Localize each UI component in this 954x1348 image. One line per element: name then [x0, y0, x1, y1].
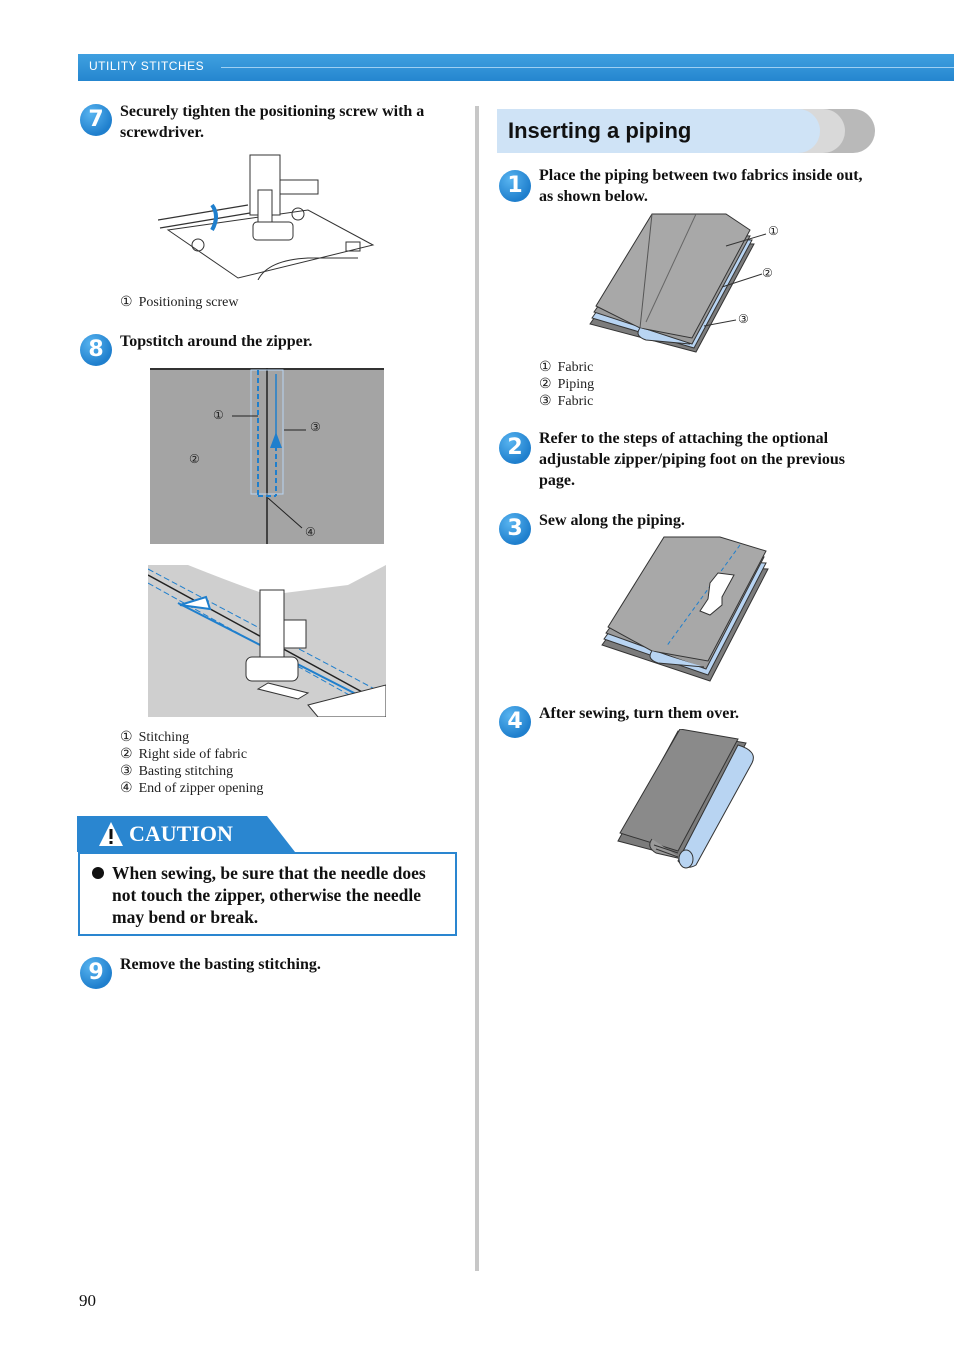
- banner-background: [497, 109, 820, 153]
- step-7-number: 7: [80, 104, 112, 136]
- column-divider: [475, 106, 479, 1271]
- step-4-number: 4: [499, 706, 531, 738]
- callout-1: ①: [213, 408, 224, 422]
- caution-box: When sewing, be sure that the needle doe…: [78, 852, 457, 936]
- section-header-label: UTILITY STITCHES: [89, 59, 205, 73]
- step-9-text: Remove the basting stitching.: [120, 956, 321, 973]
- step-8-number: 8: [80, 334, 112, 366]
- caution-title: CAUTION: [129, 821, 233, 846]
- step-1-text: Place the piping between two fabrics ins…: [539, 167, 863, 205]
- sew-along-piping-illustration: [600, 535, 770, 683]
- callout-3: ③: [310, 420, 321, 434]
- turned-over-illustration: [616, 729, 758, 871]
- step-4-text: After sewing, turn them over.: [539, 705, 739, 722]
- header-rule: [221, 67, 954, 68]
- page-number: 90: [79, 1291, 96, 1310]
- piping-layers-illustration: ① ② ③: [586, 212, 786, 358]
- caution-tab: CAUTION: [77, 816, 295, 852]
- step-2-text: Refer to the steps of attaching the opti…: [539, 430, 845, 489]
- callout-3: ③: [738, 312, 749, 326]
- callout-4: ④: [305, 525, 316, 539]
- topstitch-illustration: [148, 565, 386, 717]
- caution-text: When sewing, be sure that the needle doe…: [112, 863, 426, 927]
- step-2-number: 2: [499, 432, 531, 464]
- step-3-text: Sew along the piping.: [539, 512, 685, 529]
- zipper-diagram: ① ② ③ ④: [150, 368, 384, 544]
- section-title-banner: Inserting a piping: [497, 109, 875, 153]
- callout-1: ①: [768, 224, 779, 238]
- header-bar: UTILITY STITCHES: [78, 54, 954, 81]
- bullet-icon: [92, 867, 104, 879]
- step-1-number: 1: [499, 170, 531, 202]
- positioning-screw-illustration: [158, 154, 375, 280]
- step-8-text: Topstitch around the zipper.: [120, 333, 313, 350]
- section-title: Inserting a piping: [508, 118, 692, 143]
- step-7-text: Securely tighten the positioning screw w…: [120, 103, 425, 141]
- step-9-number: 9: [80, 957, 112, 989]
- callout-2: ②: [189, 452, 200, 466]
- callout-2: ②: [762, 266, 773, 280]
- step-3-number: 3: [499, 513, 531, 545]
